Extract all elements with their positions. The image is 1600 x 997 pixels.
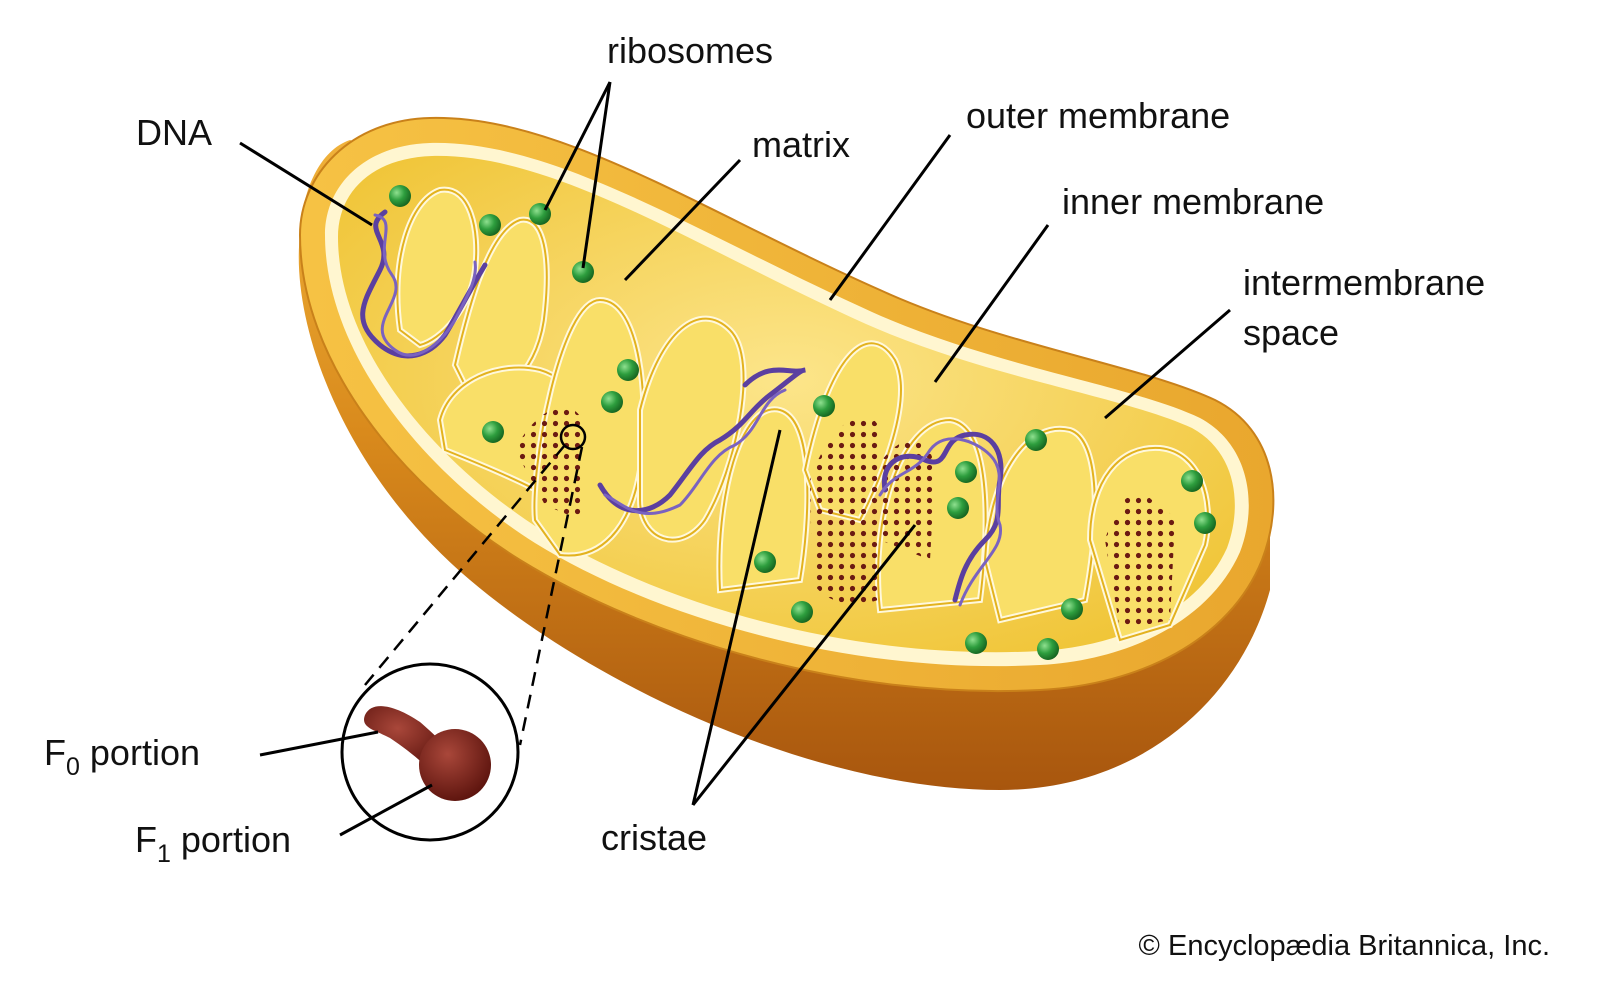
ribosome-icon — [947, 497, 969, 519]
ribosome-icon — [1025, 429, 1047, 451]
dna-strand — [597, 367, 806, 514]
leader-lines — [239, 81, 1231, 837]
ribosome-icon — [1194, 512, 1216, 534]
ribosome-icon — [1037, 638, 1059, 660]
leader-matrix — [623, 158, 742, 282]
label-cristae: cristae — [601, 817, 707, 858]
label-outer-membrane: outer membrane — [966, 95, 1230, 136]
f1-letter: F — [135, 819, 157, 860]
ribosome-icon — [791, 601, 813, 623]
leader-outer-membrane — [828, 134, 952, 301]
f0-subscript: 0 — [66, 753, 80, 781]
f0-letter: F — [44, 732, 66, 773]
ribosome-icon — [1181, 470, 1203, 492]
dna-strand — [881, 431, 1004, 603]
ribosome-icon — [965, 632, 987, 654]
label-dna: DNA — [136, 112, 212, 153]
leader-cristae-a — [691, 429, 782, 806]
dna-strands — [360, 209, 1004, 607]
ribosome-icon — [813, 395, 835, 417]
atp-cluster — [875, 440, 935, 560]
crista-fold-shadow — [639, 317, 745, 541]
label-f0-portion: F0 portion — [44, 732, 200, 781]
f0-word: portion — [80, 732, 200, 773]
dna-strand — [878, 437, 1003, 607]
ribosome-icon — [601, 391, 623, 413]
f1-word: portion — [171, 819, 291, 860]
label-f1-portion: F1 portion — [135, 819, 291, 868]
leader-intermembrane — [1104, 308, 1231, 420]
label-ribosomes: ribosomes — [607, 30, 773, 71]
atp-synthase-icon — [364, 706, 491, 801]
ribosome-icon — [617, 359, 639, 381]
ribosome-icon — [955, 461, 977, 483]
ribosome-icon — [479, 214, 501, 236]
leader-ribosomes-b — [581, 81, 612, 269]
leader-ribosomes-a — [543, 81, 612, 211]
atp-cluster — [1120, 494, 1155, 540]
zoom-line-left — [364, 444, 566, 686]
crista-fold-shadow — [533, 298, 645, 557]
atp-synthase-clusters — [515, 407, 1175, 630]
ribosome-icon — [754, 551, 776, 573]
label-inner-membrane: inner membrane — [1062, 181, 1324, 222]
ribosome-icon — [482, 421, 504, 443]
copyright-notice: © Encyclopædia Britannica, Inc. — [1139, 930, 1550, 962]
crista-fold-shadow — [718, 408, 809, 592]
leader-f0 — [259, 730, 379, 757]
leader-dna — [239, 141, 373, 227]
f1-subscript: 1 — [157, 840, 171, 868]
label-intermembrane-line1: intermembrane — [1243, 262, 1485, 303]
dna-strand — [373, 213, 477, 357]
label-matrix: matrix — [752, 124, 850, 165]
ribosome-icon — [1061, 598, 1083, 620]
leader-f1 — [339, 783, 433, 837]
label-intermembrane-line2: space — [1243, 312, 1339, 353]
atp-cluster — [1105, 504, 1175, 630]
ribosome-icon — [572, 261, 594, 283]
atp-cluster — [810, 416, 880, 604]
dna-strand — [603, 388, 787, 516]
zoom-line-right — [518, 446, 584, 746]
leader-cristae-b — [691, 524, 917, 806]
zoom-circle — [559, 423, 587, 451]
ribosome-icon — [389, 185, 411, 207]
leader-inner-membrane — [933, 224, 1050, 383]
